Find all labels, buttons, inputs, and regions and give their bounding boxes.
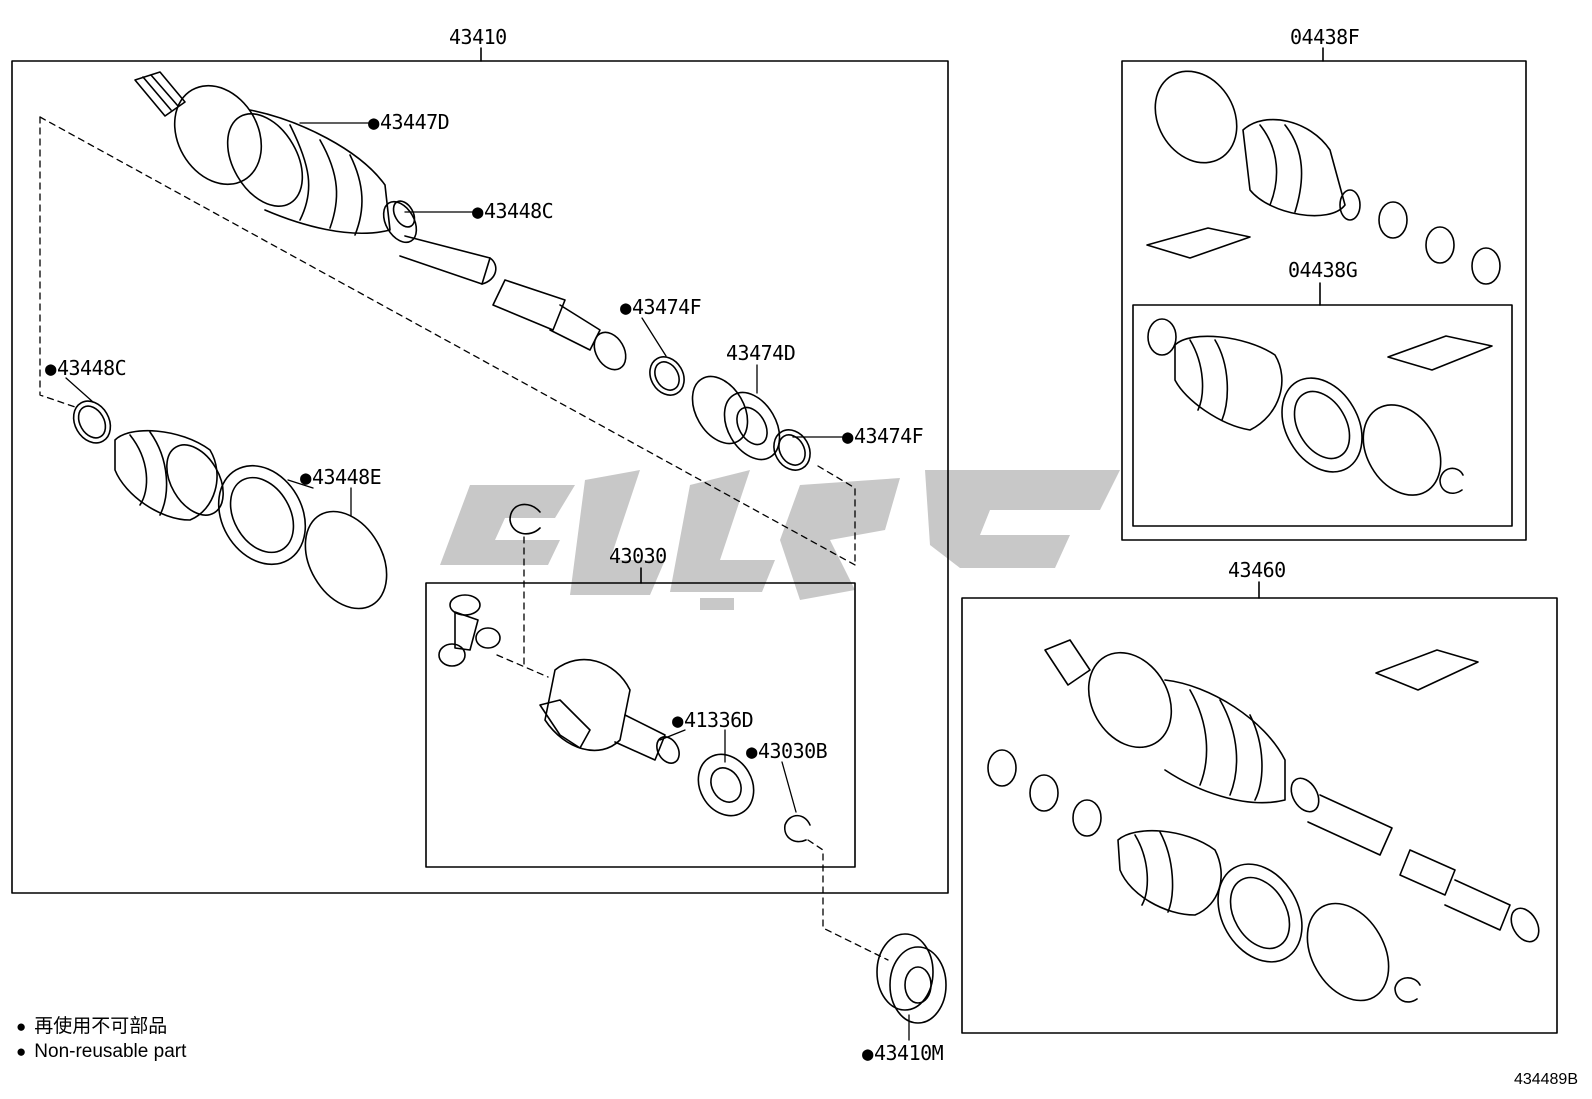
part-label-43448E: ●43448E [300, 465, 382, 489]
part-label-43448C-top: ●43448C [472, 199, 554, 223]
snap-ring-43030B [784, 814, 811, 843]
clamp-43474F-b [773, 429, 811, 471]
group-label-04438G: 04438G [1288, 258, 1358, 282]
group-label-43030: 43030 [609, 544, 667, 568]
kit-04438F [1146, 70, 1501, 285]
part-label-43474F-a: ●43474F [620, 295, 702, 319]
non-reusable-marker-icon: ● [620, 297, 631, 319]
non-reusable-marker-icon: ● [368, 112, 379, 134]
boot-ring-43448E [217, 464, 388, 610]
boot-43460 [1117, 829, 1421, 1003]
non-reusable-marker-icon: ● [300, 467, 311, 489]
part-label-43448C-left: ●43448C [45, 356, 127, 380]
kit-04438G [1147, 318, 1493, 496]
inboard-joint-housing [539, 658, 680, 764]
drive-shaft-43460 [1044, 639, 1540, 943]
tripod-joint [438, 594, 501, 667]
part-label-43447D: ●43447D [368, 110, 450, 134]
legend-marker-icon: ● [16, 1017, 27, 1036]
non-reusable-marker-icon: ● [842, 426, 853, 448]
non-reusable-marker-icon: ● [672, 710, 683, 732]
bearing-43410M [876, 933, 947, 1024]
watermark-logo [440, 470, 1120, 610]
non-reusable-marker-icon: ● [45, 358, 56, 380]
frame-43460 [961, 597, 1558, 1034]
boot-inboard-left [114, 429, 224, 521]
bearing-41336D [697, 753, 755, 817]
drive-shaft-43410 [134, 71, 627, 371]
part-label-43410M: ●43410M [862, 1041, 944, 1065]
legend-japanese: ●再使用不可部品 [16, 1016, 168, 1037]
part-label-41336D: ●41336D [672, 708, 754, 732]
clamp-43448C-top [392, 200, 416, 228]
frame-43410 [11, 60, 949, 894]
clamps-43460 [987, 749, 1102, 837]
group-label-43460: 43460 [1228, 558, 1286, 582]
snap-ring-upper [509, 503, 541, 535]
part-label-43474F-b: ●43474F [842, 424, 924, 448]
part-label-43474D: 43474D [726, 341, 796, 365]
non-reusable-marker-icon: ● [746, 741, 757, 763]
diagram-code: 434489B [1513, 1071, 1578, 1088]
frame-04438G [1132, 304, 1513, 527]
legend-english: ●Non-reusable part [16, 1041, 187, 1062]
damper-43474D [691, 375, 781, 461]
frame-43030 [425, 582, 856, 868]
group-label-04438F: 04438F [1290, 25, 1360, 49]
frame-04438F [1121, 60, 1527, 541]
legend-marker-icon: ● [16, 1042, 27, 1061]
part-label-43030B: ●43030B [746, 739, 828, 763]
non-reusable-marker-icon: ● [862, 1043, 873, 1065]
clamp-43474F-a [649, 356, 685, 396]
group-label-43410: 43410 [449, 25, 507, 49]
non-reusable-marker-icon: ● [472, 201, 483, 223]
clamp-43448C-left [72, 400, 112, 444]
